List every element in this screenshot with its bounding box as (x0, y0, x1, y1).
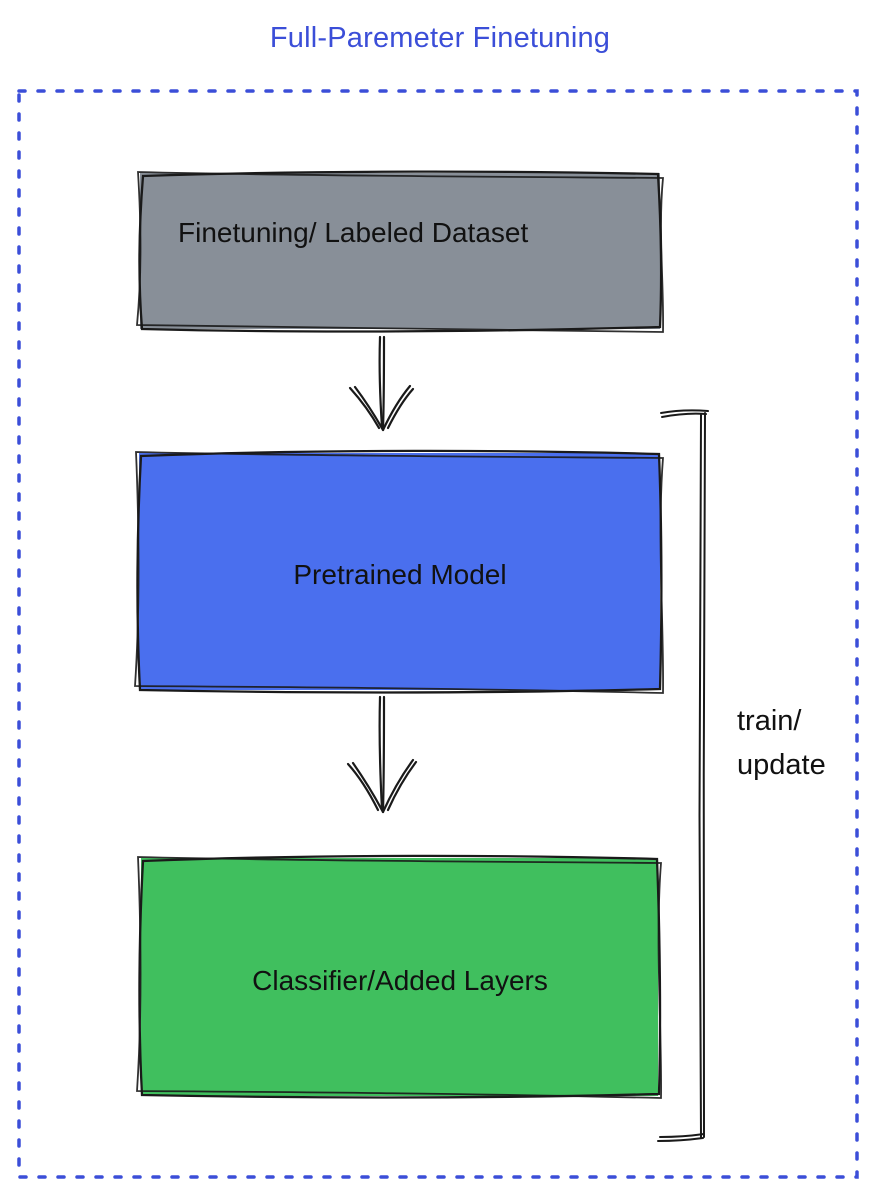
node-dataset-label: Finetuning/ Labeled Dataset (178, 217, 529, 248)
train-update-bracket (657, 409, 709, 1142)
diagram-title: Full-Paremeter Finetuning (269, 22, 611, 54)
node-classifier (136, 854, 662, 1099)
dotted-container-border (17, 89, 859, 1179)
node-pretrained-label: Pretrained Model (293, 559, 507, 590)
train-update-label-line1: train/ (737, 705, 802, 737)
node-dataset-border (138, 170, 663, 333)
node-classifier-border (138, 854, 662, 1099)
arrow-dataset-to-pretrained (348, 335, 415, 432)
node-pretrained-border-sketch (134, 451, 664, 694)
node-classifier-fill (141, 858, 658, 1096)
node-dataset-border-sketch (136, 171, 665, 333)
arrow-pretrained-to-classifier (346, 695, 418, 814)
train-update-label: train/ update (737, 699, 826, 787)
node-dataset (136, 170, 665, 333)
node-classifier-label: Classifier/Added Layers (252, 965, 548, 996)
node-pretrained-fill (139, 453, 660, 690)
train-update-label-line2: update (737, 749, 826, 781)
node-dataset-fill (140, 173, 660, 329)
node-pretrained-border (136, 449, 663, 694)
node-pretrained-model (134, 449, 664, 694)
node-classifier-border-sketch (136, 856, 662, 1099)
